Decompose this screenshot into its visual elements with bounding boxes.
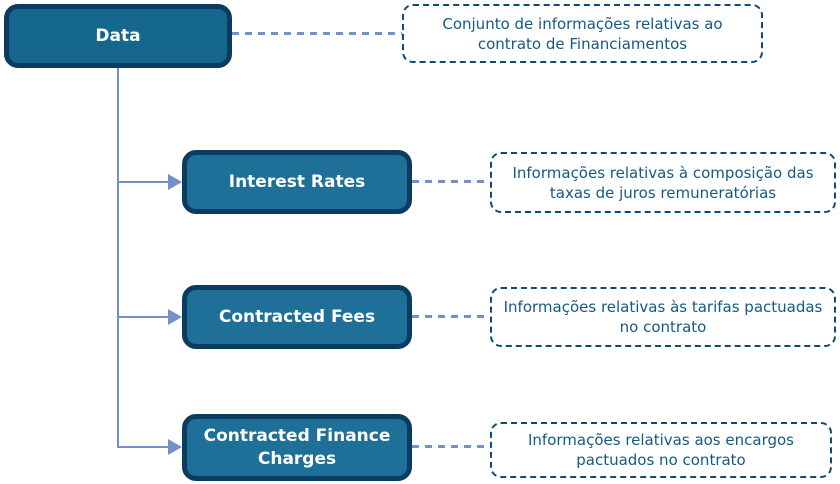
- node-contracted-fees-label: Contracted Fees: [218, 306, 376, 327]
- description-contracted-fees: Informações relativas às tarifas pactuad…: [490, 287, 836, 347]
- description-interest-rates: Informações relativas à composição das t…: [490, 152, 836, 213]
- node-interest-rates-label: Interest Rates: [228, 171, 366, 192]
- tree-trunk-line: [117, 68, 119, 448]
- node-contracted-finance-charges: Contracted Finance Charges: [182, 414, 412, 481]
- branch-line-interest-rates: [118, 181, 170, 183]
- arrow-right-icon: [168, 439, 182, 455]
- description-contracted-fees-text: Informações relativas às tarifas pactuad…: [503, 298, 823, 336]
- arrow-right-icon: [168, 309, 182, 325]
- branch-line-contracted-finance-charges: [118, 446, 170, 448]
- connector-contracted-fees-description: [412, 315, 490, 318]
- branch-line-contracted-fees: [118, 316, 170, 318]
- node-data: Data: [4, 4, 232, 68]
- description-contracted-finance-charges-text: Informações relativas aos encargos pactu…: [527, 431, 794, 469]
- node-contracted-finance-charges-label: Contracted Finance Charges: [203, 425, 391, 469]
- description-contracted-finance-charges: Informações relativas aos encargos pactu…: [490, 422, 832, 478]
- node-contracted-fees: Contracted Fees: [182, 285, 412, 349]
- connector-contracted-finance-charges-description: [412, 445, 490, 448]
- connector-interest-rates-description: [412, 180, 490, 183]
- node-data-label: Data: [95, 25, 141, 46]
- arrow-right-icon: [168, 174, 182, 190]
- description-interest-rates-text: Informações relativas à composição das t…: [512, 163, 814, 202]
- description-data-text: Conjunto de informações relativas ao con…: [442, 14, 723, 53]
- node-interest-rates: Interest Rates: [182, 150, 412, 214]
- connector-data-description: [232, 32, 402, 35]
- description-data: Conjunto de informações relativas ao con…: [402, 4, 763, 63]
